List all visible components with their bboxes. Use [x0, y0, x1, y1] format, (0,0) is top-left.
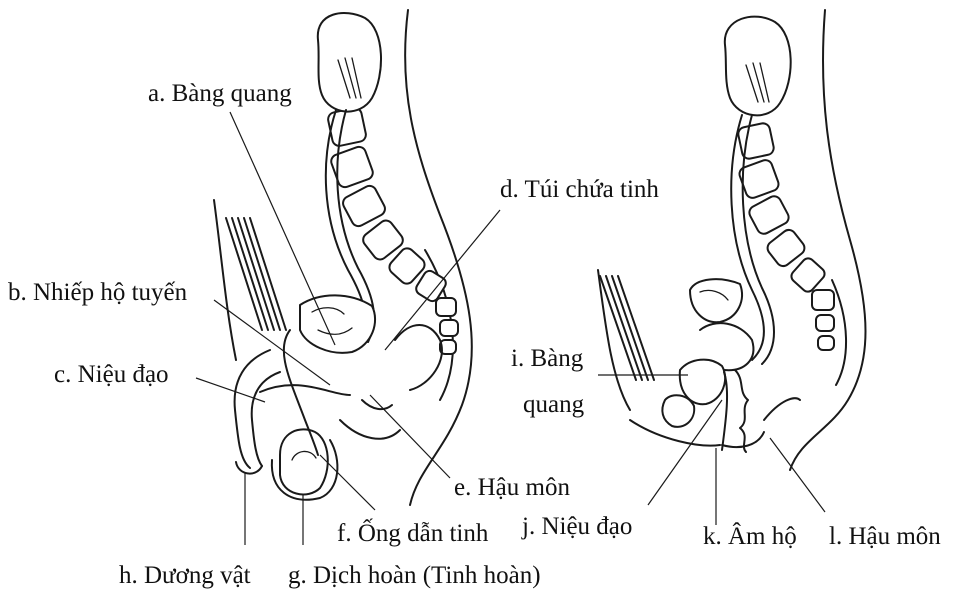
label-anus-male: e. Hậu môn [454, 475, 570, 500]
label-bladder-male: a. Bàng quang [148, 81, 292, 106]
label-bladder-female-line2: quang [523, 392, 584, 417]
female-spine-vertebrae [737, 122, 834, 350]
label-penis: h. Dương vật [119, 563, 251, 588]
label-vulva: k. Âm hộ [703, 524, 797, 549]
label-prostate: b. Nhiếp hộ tuyến [8, 280, 187, 305]
female-pelvis-drawing [598, 10, 866, 470]
label-testis: g. Dịch hoàn (Tinh hoàn) [288, 563, 541, 588]
leader-e [370, 395, 450, 478]
label-bladder-female-line1: i. Bàng [511, 346, 583, 371]
leader-a [230, 112, 335, 345]
leader-f [320, 455, 375, 510]
leader-l [770, 438, 825, 512]
label-anus-female: l. Hậu môn [829, 524, 941, 549]
label-urethra-male: c. Niệu đạo [54, 362, 169, 387]
label-seminal-vesicle: d. Túi chứa tinh [500, 177, 659, 202]
label-vas-deferens: f. Ống dẫn tinh [337, 521, 488, 546]
leader-c [196, 378, 265, 402]
label-urethra-female: j. Niệu đạo [522, 514, 632, 539]
male-testis-shape [280, 429, 328, 494]
